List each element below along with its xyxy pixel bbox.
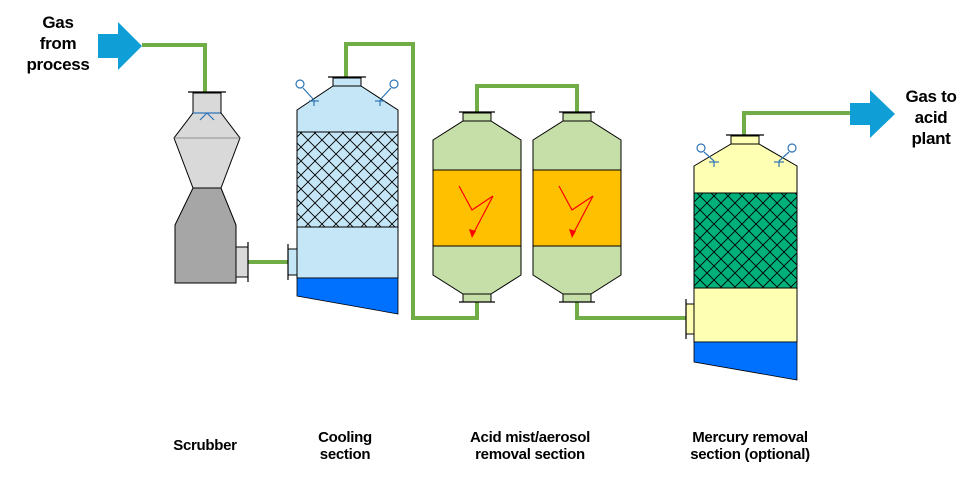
- inlet-label: Gas from process: [18, 12, 98, 75]
- acid-mist-label-line1: Acid mist/aerosol: [470, 429, 590, 446]
- scrubber-label-line1: Scrubber: [173, 437, 237, 454]
- electrode-spark-icon: [458, 185, 494, 238]
- scrubber-label: Scrubber: [150, 437, 260, 454]
- spray-nozzle-icon: [295, 79, 399, 106]
- acid-mist-label: Acid mist/aerosol removal section: [440, 429, 620, 463]
- scrubber-vessel: [173, 91, 249, 284]
- cooling-label-line2: section: [319, 446, 371, 463]
- outlet-label: Gas to acid plant: [895, 86, 967, 149]
- pipe-cooling-to-mist: [344, 42, 479, 320]
- spray-nozzle-icon: [193, 112, 220, 121]
- arrow-in-icon: [98, 22, 142, 70]
- mercury-label-line2: section (optional): [690, 446, 810, 463]
- cooling-label: Cooling section: [290, 429, 400, 463]
- cooling-vessel: [287, 76, 399, 315]
- electrode-spark-icon: [558, 185, 594, 238]
- inlet-label-line2: from: [39, 34, 77, 53]
- cooling-label-line1: Cooling: [318, 429, 372, 446]
- mist-unit-2: [532, 111, 622, 303]
- pipe-inlet: [142, 43, 207, 92]
- inlet-label-line3: process: [26, 55, 90, 74]
- acid-mist-label-line2: removal section: [475, 446, 585, 463]
- outlet-label-line3: plant: [911, 129, 951, 148]
- outlet-label-line2: acid: [914, 108, 948, 127]
- mercury-label: Mercury removal section (optional): [660, 429, 840, 463]
- pipe-mist-crossover: [475, 84, 579, 113]
- arrow-out-icon: [850, 90, 895, 138]
- mist-unit-1: [432, 111, 522, 303]
- mercury-label-line1: Mercury removal: [692, 429, 808, 446]
- mercury-vessel: [685, 134, 798, 381]
- pipe-mist-to-mercury: [575, 302, 686, 320]
- inlet-label-line1: Gas: [42, 13, 74, 32]
- spray-nozzle-icon: [696, 143, 797, 167]
- outlet-label-line1: Gas to: [905, 87, 957, 106]
- pipe-outlet: [742, 111, 850, 136]
- pipes: [142, 42, 850, 320]
